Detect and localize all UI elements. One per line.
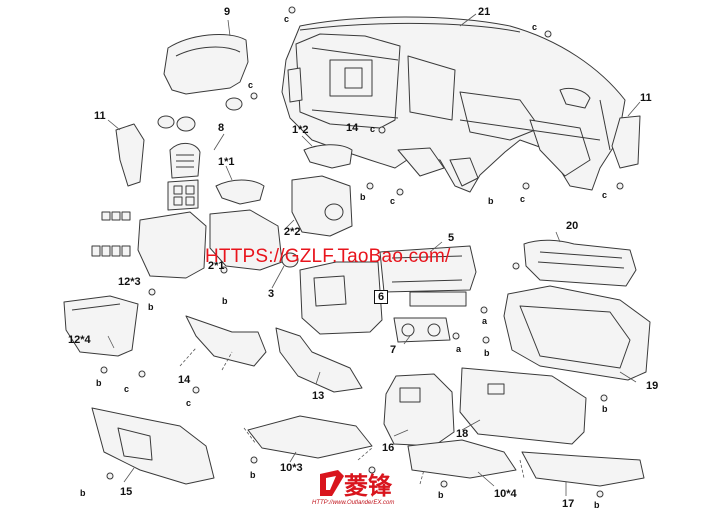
column-cover-1-2 [303,144,353,169]
column-cover-lower-2-1 [209,209,283,271]
callout-15: 15 [120,486,133,498]
connector-6 [409,291,467,307]
callout-10-3: 10*3 [280,462,303,474]
callout-6: 6 [374,290,389,304]
callout-3: 3 [268,288,275,300]
instrument-panel-21 [281,16,626,193]
callout-16: 16 [382,442,395,454]
side-cover-11-right [611,115,641,169]
callout-12-3: 12*3 [118,276,141,288]
fastener-label-b: b [80,488,86,498]
callout-5: 5 [448,232,455,244]
ignition-ring-3 [281,252,299,268]
callout-13: 13 [312,390,325,402]
fastener-label-b: b [96,378,102,388]
fastener-label-c: c [284,14,290,24]
fastener-label-b: b [484,348,490,358]
callout-14-lower: 14 [178,374,191,386]
undercover-17 [521,451,645,487]
callout-2-2: 2*2 [284,226,301,238]
fastener-label-c: c [390,196,396,206]
column-cover-1-1 [215,179,265,205]
fastener-label-b: b [360,192,366,202]
glovebox-frame-19 [503,285,651,381]
callout-12-4: 12*4 [68,334,91,346]
fastener-label-b: b [594,500,600,510]
callout-1-2: 1*2 [292,124,309,136]
fastener-label-b: b [602,404,608,414]
fastener-label-c: c [248,80,254,90]
center-panel-5 [299,245,477,335]
fastener-label-c: c [370,124,376,134]
fastener-label-b: b [222,296,228,306]
callout-17: 17 [562,498,575,510]
logo-text: 菱锋 [344,472,393,500]
fastener-label-c: c [532,22,538,32]
knee-panel-12-4 [63,295,139,357]
fastener-label-b: b [250,470,256,480]
bracket-16 [383,373,455,447]
center-vent-20 [523,239,637,287]
callout-9: 9 [224,6,231,18]
bracket-10-4 [407,439,517,479]
side-cover-11-left [115,123,145,187]
lower-cover-12-3 [137,211,207,279]
fastener-label-c: c [520,194,526,204]
side-vent-8 [157,115,201,211]
column-cover-lower-2-2 [291,175,353,237]
callout-18: 18 [456,428,469,440]
meter-hood-9 [163,33,249,111]
lower-panel-15 [91,407,215,485]
fastener-label-a: a [482,316,488,326]
glovebox-door-18 [459,367,587,445]
callout-11-left: 11 [94,110,106,122]
callout-11-right: 11 [640,92,652,104]
fastener-label-b: b [438,490,444,500]
fastener-label-a: a [456,344,462,354]
brand-logo: 菱锋 [320,470,393,500]
callout-8: 8 [218,122,225,134]
callout-7: 7 [390,344,397,356]
switch-blanks [91,211,131,257]
callout-1-1: 1*1 [218,156,235,168]
bracket-14-lower [185,315,267,367]
bracket-10-3 [247,415,373,459]
callout-19: 19 [646,380,659,392]
climate-control-7 [393,317,451,343]
fasteners [100,6,624,498]
callout-20: 20 [566,220,579,232]
fastener-label-b: b [488,196,494,206]
fastener-label-c: c [602,190,608,200]
lower-cover-13 [275,327,363,393]
callout-2-1: 2*1 [208,260,225,272]
fastener-label-c: c [186,398,192,408]
callout-14-upper: 14 [346,122,359,134]
callout-21: 21 [478,6,491,18]
fastener-label-c: c [124,384,130,394]
watermark-url: HTTPS://GZLF.TaoBao.com/ [205,246,451,267]
leader-lines [107,13,641,496]
fastener-label-b: b [148,302,154,312]
logo-url: HTTP://www.OutlanderEX.com [312,500,395,506]
callout-10-4: 10*4 [494,488,517,500]
